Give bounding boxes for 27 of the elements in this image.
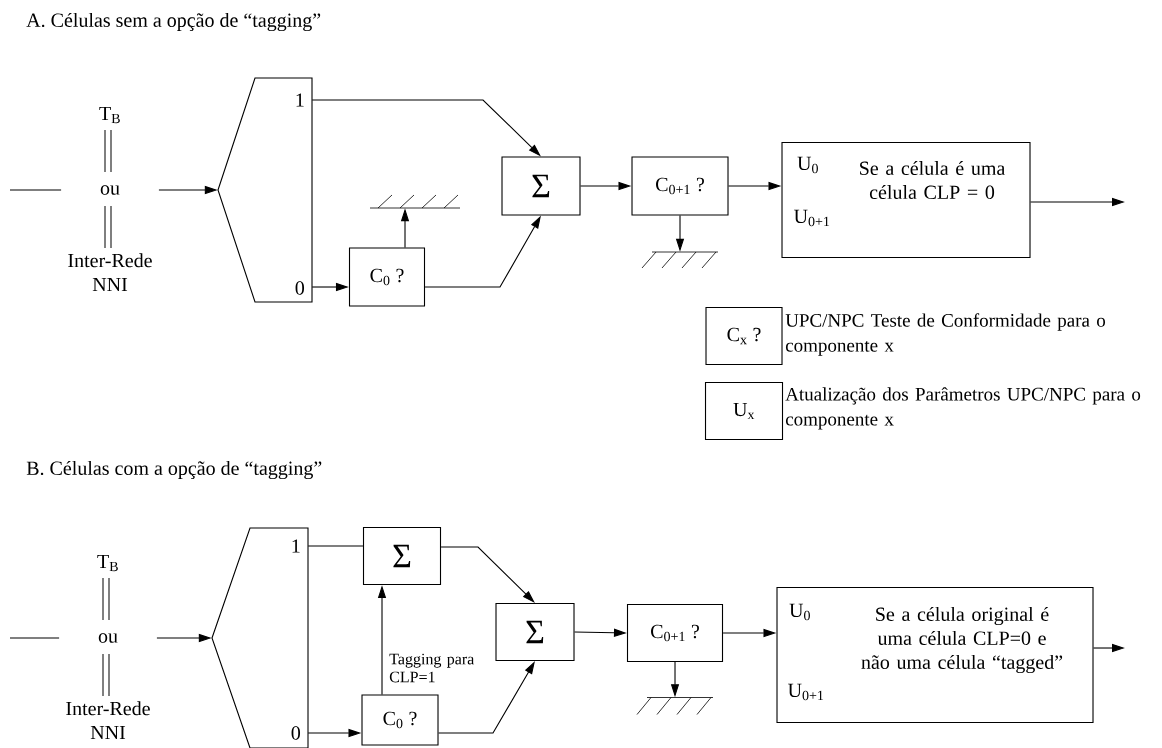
ground-symbol [641, 251, 719, 269]
process-box: C$_{0}$ ? [348, 247, 426, 307]
process-box: Σ [501, 156, 581, 216]
connector-line [307, 545, 364, 547]
interface-label: T$_{B}$ ou Inter-Rede NNI [66, 554, 150, 740]
process-box: C$_{0+1}$ ? [626, 603, 724, 663]
process-box: Σ [362, 526, 442, 586]
update-box: U$_{0}$ Se a célula é uma célula CLP = 0 U$_{0+1}$ [781, 141, 1031, 259]
legend-text: Atualização dos Parâmetros UPC/NPC para o componente x [785, 387, 1141, 430]
connector-line [9, 637, 60, 639]
legend-box: C$_{x}$ ? [705, 306, 783, 366]
arrow [440, 546, 535, 603]
ground-symbol [636, 697, 714, 715]
update-box: U$_{0}$ Se a célula original é uma célula CLP=0 e não uma célula “tagged” U$_{0+1}$ [776, 586, 1094, 724]
interface-label: T$_{B}$ ou Inter-Rede NNI [68, 106, 152, 292]
demultiplexer: 1 0 [211, 527, 309, 748]
section-heading: B. Células com a opção de “tagging” [26, 460, 322, 480]
legend-text: UPC/NPC Teste de Conformidade para o componente x [785, 313, 1106, 356]
ground-symbol [369, 194, 461, 209]
connector-line [9, 189, 62, 191]
process-box: C$_{0}$ ? [361, 694, 439, 746]
section-heading: A. Células sem a opção de “tagging” [26, 12, 321, 32]
edge-label: Tagging para CLP=1 [389, 653, 475, 683]
process-box: C$_{0+1}$ ? [631, 156, 729, 216]
process-box: Σ [495, 602, 575, 662]
legend-box: U$_{x}$ [704, 381, 784, 441]
demultiplexer: 1 0 [217, 77, 313, 303]
